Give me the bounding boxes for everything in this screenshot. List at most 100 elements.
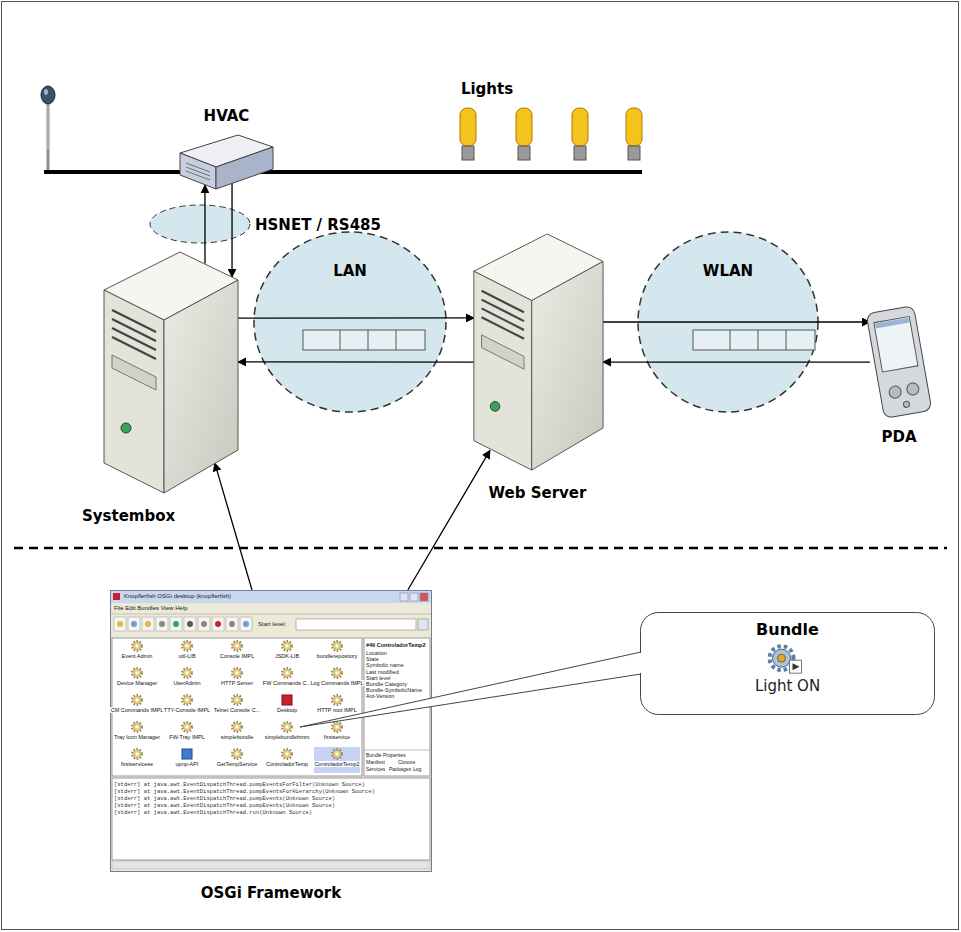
device-slit [186,171,210,180]
gear-hub [336,753,339,756]
queue-divider [340,330,341,350]
toolbar-glyph [117,621,123,627]
bulb-symbol [572,108,588,160]
sensor-shine [44,89,48,95]
toolbar-button [128,617,140,631]
gear-icon [133,750,141,758]
sensor-stem-shine [48,102,49,150]
gear-teeth [132,668,142,678]
node-label: Web Server [489,484,587,502]
sensor-head [41,86,55,104]
gear-icon [133,669,141,677]
power-button [490,401,500,411]
server-slot [482,308,524,330]
log-area [112,778,430,860]
toolbar-button [198,617,210,631]
server-slot [112,310,156,332]
node-label: HVAC [204,107,250,125]
server-drawing [470,232,605,472]
gear-teeth [182,641,192,651]
queue-divider [730,330,731,350]
gear-teeth [232,695,242,705]
sensor-symbol [41,86,55,170]
connector-arrow [215,463,252,590]
connector-arrow [603,361,870,362]
bulb-symbol [626,108,642,160]
toolbar-glyph [187,621,193,627]
toolbar-glyph [145,621,151,627]
network-label: HSNET / RS485 [255,216,381,234]
play-badge [790,660,802,673]
hsnet-ellipse [150,205,250,243]
server-bay [482,335,524,369]
gear-hub [236,672,239,675]
pda-button [903,401,910,408]
pda-drawing [866,305,932,420]
sensor-stem [47,102,50,170]
gear-hub [236,645,239,648]
gear-hub [136,699,139,702]
toolbar-button [156,617,168,631]
pda-button [906,382,920,396]
network-label: LAN [333,262,367,280]
network-label: WLAN [703,262,753,280]
callout-text: Light ON [755,677,820,695]
play-glyph [793,663,800,670]
gear-hub [286,726,289,729]
server-slot [112,328,156,350]
gear-icon [333,642,341,650]
gear-hub [136,672,139,675]
gear-teeth [232,749,242,759]
menu-separator [111,614,431,615]
packet-queue [693,330,815,350]
gear-icon [133,696,141,704]
gear-teeth [132,749,142,759]
callout-body: BundleLight ON [640,612,935,695]
device-slit [186,163,210,172]
gear-hub [236,753,239,756]
gear-teeth [182,695,192,705]
gear-teeth [232,668,242,678]
server-bay [112,355,156,390]
server-front [474,271,532,470]
toolbar-button [226,617,238,631]
gear-icon [133,723,141,731]
gear-hub [286,672,289,675]
power-button [121,423,131,433]
gear-icon [333,723,341,731]
gear-icon [333,669,341,677]
web-server: Web Server [470,232,605,472]
gear-icon [183,696,191,704]
gear-hub [236,699,239,702]
device-slit [186,167,210,176]
pda-body-group [866,306,932,419]
gear-hub [286,753,289,756]
light-bulbs [460,108,642,160]
gear-teeth [282,722,292,732]
gear-teeth [282,668,292,678]
gear-icon [233,669,241,677]
bulb-glass [626,108,642,146]
callout-box [641,613,935,715]
gear-hub [186,699,189,702]
bundle-grid [112,638,362,776]
pda-screen-bar [875,318,909,329]
bulb-glass [572,108,588,146]
gear-hub [336,726,339,729]
queue-divider [396,330,397,350]
desktop-icon [282,695,292,705]
gear-icon [283,669,291,677]
gear-teeth [332,641,342,651]
selected-bundle [314,747,360,773]
pda-body [866,306,932,419]
gear-icon [283,750,291,758]
gear-teeth [332,722,342,732]
toolbar-glyph [201,621,207,627]
server-slot [112,337,156,359]
gear-icon [233,696,241,704]
connector-arrow [204,185,205,263]
node-label: Systembox [82,507,175,525]
gear-teeth [232,722,242,732]
server-side [532,261,603,470]
